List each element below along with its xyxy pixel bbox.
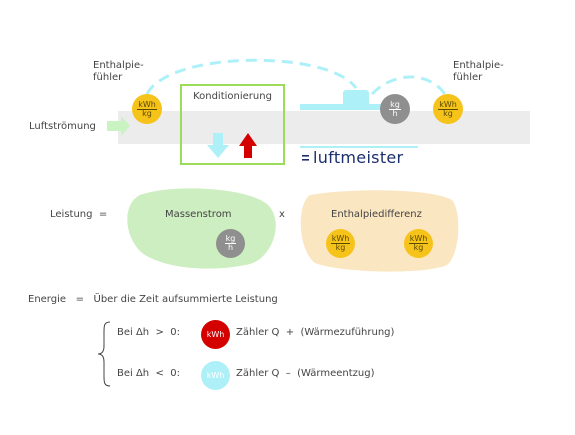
counter-negative-badge: kWh [201,361,230,390]
signal-arc-left [145,58,358,95]
controller-box [343,90,369,106]
logo-dash-1 [302,155,309,157]
sensor-left-label: Enthalpie- fühler [93,60,144,83]
controller-base [300,104,386,110]
conditioning-box [180,84,285,165]
logo-line-top [300,146,418,148]
case-negative-label: Bei Δh < 0: [117,368,180,379]
case-positive-text: Zähler Q + (Wärmezuführung) [236,327,395,338]
airflow-arrow-icon [107,116,130,136]
times-sign: x [279,209,285,220]
case-negative-text: Zähler Q – (Wärmeentzug) [236,368,375,379]
sensor-right-label: Enthalpie- fühler [453,60,504,83]
leistung-label: Leistung = [50,209,108,220]
enthalpiedifferenz-label: Enthalpiedifferenz [331,209,422,220]
air-duct [118,111,530,144]
massenstrom-label: Massenstrom [165,209,232,220]
logo-dash-2 [302,159,309,161]
conditioning-label: Konditionierung [193,91,272,102]
massenstrom-blob [127,188,276,269]
case-brace [97,321,111,387]
case-positive-label: Bei Δh > 0: [117,327,180,338]
airflow-label: Luftströmung [29,121,96,132]
heating-arrow-icon [239,133,257,158]
counter-positive-badge: kWh [201,320,230,349]
luftmeister-logo: luftmeister [313,148,404,167]
energy-definition: Energie = Über die Zeit aufsummierte Lei… [28,294,278,305]
signal-arc-right [370,75,448,97]
enthalpiedifferenz-blob [300,190,459,272]
cooling-arrow-icon [207,133,229,158]
